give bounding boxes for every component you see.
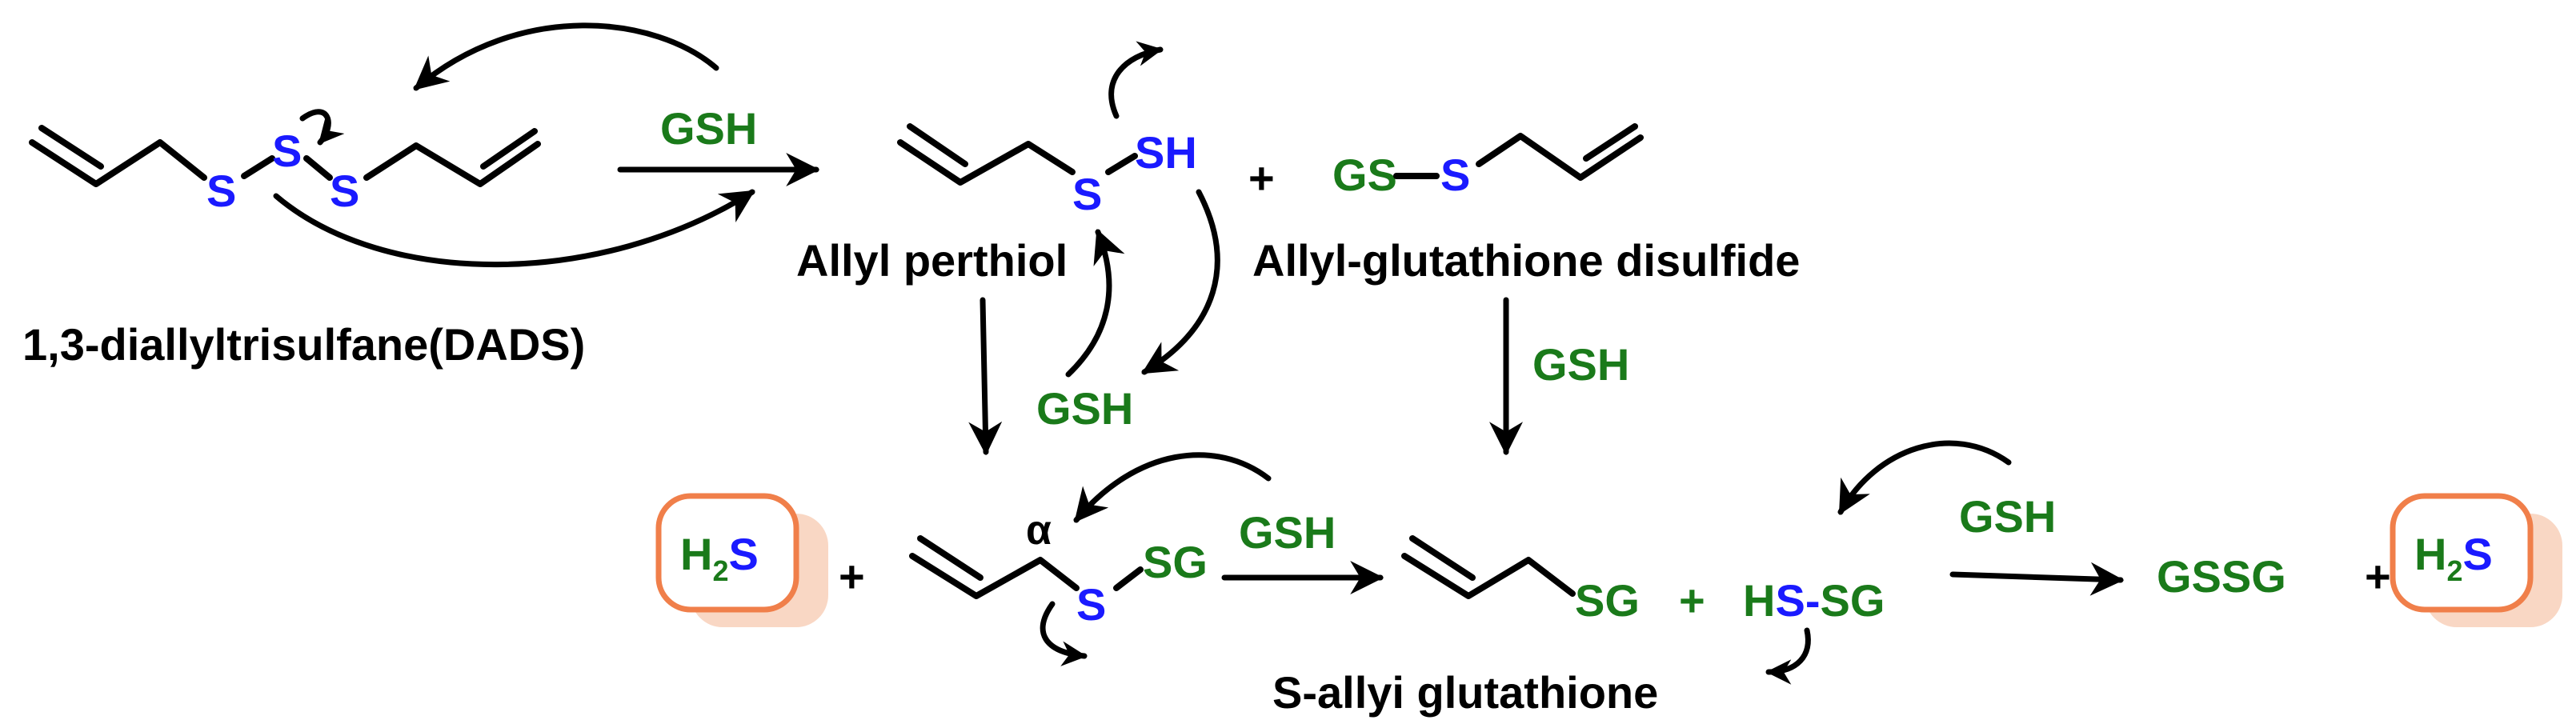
curved-arrow-small-sulfur xyxy=(299,109,345,146)
hs-sg: HS-SG xyxy=(1743,575,1885,626)
reagent-gsh-4: GSH xyxy=(1239,507,1336,558)
dads-sulfur-1: S xyxy=(206,166,236,216)
hs-sg-molecule: HS-SG xyxy=(1743,575,1885,626)
curved-arrow-bottom xyxy=(273,189,755,268)
h2s-box-right: H2S xyxy=(2390,493,2562,627)
curved-arrow-top xyxy=(413,22,719,91)
disulfide-sulfur: S xyxy=(1440,150,1470,200)
curved-arrow-perthiol-up xyxy=(1108,41,1164,119)
disulfide-gs: GS xyxy=(1332,150,1397,200)
h2s-box-left: H2S xyxy=(655,493,828,627)
allyl-glutathione-disulfide-label: Allyl-glutathione disulfide xyxy=(1252,235,1800,286)
reaction-arrow-perthiol-down xyxy=(968,297,1003,456)
s-allyl-glutathione-label: S-allyi glutathione xyxy=(1272,667,1658,718)
reagent-gsh-2: GSH xyxy=(1036,383,1133,434)
intermediate-sulfur: S xyxy=(1076,579,1106,630)
reagent-gsh-3: GSH xyxy=(1532,339,1629,390)
curved-arrow-hssg-bottom xyxy=(1765,627,1811,685)
allyl-perthiol-label: Allyl perthiol xyxy=(796,235,1068,286)
h2s-right: H2S xyxy=(2414,529,2493,587)
dads-label: 1,3-diallyltrisulfane(DADS) xyxy=(22,319,585,370)
plus-1: + xyxy=(1248,153,1275,203)
plus-2: + xyxy=(839,551,865,602)
curved-arrow-gsh-to-s xyxy=(1065,229,1125,378)
dads-sulfur-3: S xyxy=(330,166,359,216)
allyl-s-sg-molecule: S SG α xyxy=(909,507,1208,630)
s-allyl-sg: SG xyxy=(1575,575,1640,626)
alpha-label: α xyxy=(1026,507,1052,554)
curved-arrow-alpha xyxy=(1073,452,1272,523)
gssg: GSSG xyxy=(2157,551,2286,602)
reagent-gsh-5: GSH xyxy=(1959,491,2056,542)
h2s-left: H2S xyxy=(680,529,759,587)
perthiol-sh: SH xyxy=(1135,127,1197,178)
curved-arrow-intermediate-down xyxy=(1040,601,1088,666)
plus-3: + xyxy=(1679,575,1705,626)
intermediate-sg: SG xyxy=(1143,537,1208,587)
dads-sulfur-2: S xyxy=(272,126,302,176)
reaction-arrow-bottom-2 xyxy=(1949,562,2125,596)
s-allyl-glutathione-molecule: SG xyxy=(1401,535,1640,626)
perthiol-sulfur: S xyxy=(1072,169,1102,219)
curved-arrow-sh-to-gsh xyxy=(1141,189,1220,375)
curved-arrow-hssg-top xyxy=(1837,440,2012,515)
allyl-perthiol-molecule: S SH xyxy=(897,123,1197,219)
reagent-gsh-1: GSH xyxy=(660,103,757,154)
allyl-glutathione-disulfide-molecule: GS S xyxy=(1332,123,1644,200)
dads-molecule: S S S xyxy=(29,125,541,216)
plus-4: + xyxy=(2365,551,2391,602)
